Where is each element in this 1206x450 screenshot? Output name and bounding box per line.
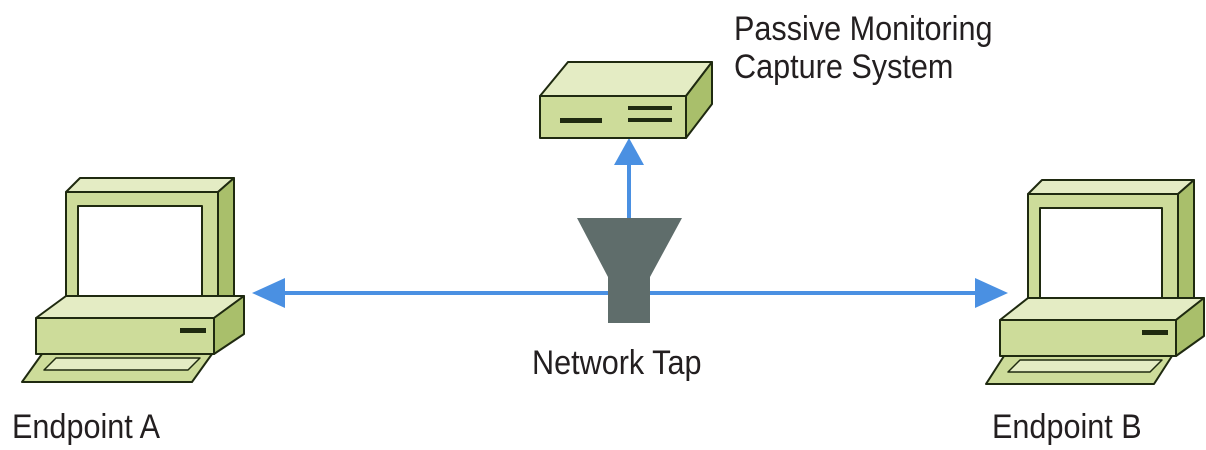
capture-system-label: Passive Monitoring Capture System bbox=[734, 10, 993, 86]
endpoint-a-computer-icon bbox=[21, 177, 245, 383]
network-tap-label: Network Tap bbox=[532, 344, 702, 382]
arrowhead-endpoint-b bbox=[975, 278, 1008, 308]
capture-system-label-line2: Capture System bbox=[734, 48, 954, 86]
connection-lines bbox=[252, 138, 1008, 308]
capture-system-label-line1: Passive Monitoring bbox=[734, 10, 993, 48]
endpoint-b-label: Endpoint B bbox=[992, 408, 1142, 446]
endpoint-a-label: Endpoint A bbox=[12, 408, 161, 446]
network-tap-icon bbox=[577, 218, 682, 323]
capture-appliance-icon bbox=[539, 61, 713, 139]
endpoint-b-computer-icon bbox=[985, 179, 1205, 385]
arrowhead-endpoint-a bbox=[252, 278, 285, 308]
arrowhead-capture-system bbox=[614, 138, 644, 165]
